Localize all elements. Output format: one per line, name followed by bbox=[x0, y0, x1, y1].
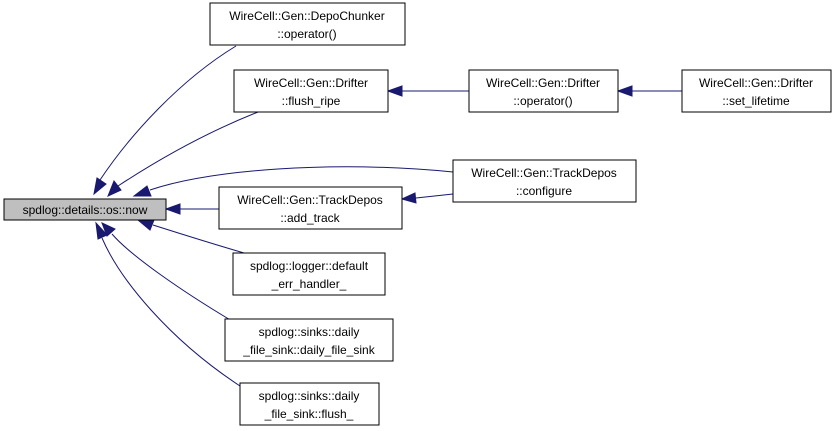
node-drifter-flush-ripe-line-1: WireCell::Gen::Drifter bbox=[254, 76, 368, 90]
edge-drifter-flush-ripe-to-now bbox=[117, 111, 259, 187]
node-drifter-flush-ripe-line-2: ::flush_ripe bbox=[282, 94, 341, 108]
edge-depo-chunker-to-now-arrowhead bbox=[93, 177, 107, 196]
node-now-box bbox=[3, 198, 167, 221]
node-depo-chunker-line-2: ::operator() bbox=[277, 27, 336, 41]
node-logger-default-err-handler-line-2: _err_handler_ bbox=[271, 277, 347, 291]
node-daily-file-sink-ctor-line-2: _file_sink::daily_file_sink bbox=[242, 343, 375, 357]
node-logger-default-err-handler-line-1: spdlog::logger::default bbox=[250, 259, 369, 273]
node-daily-file-sink-ctor-box bbox=[224, 318, 394, 362]
node-daily-file-sink-flush[interactable]: spdlog::sinks::daily _file_sink::flush_ bbox=[239, 382, 380, 426]
edge-drifter-flush-ripe-to-now-arrowhead bbox=[107, 180, 122, 197]
node-drifter-set-lifetime-line-1: WireCell::Gen::Drifter bbox=[699, 76, 813, 90]
node-drifter-set-lifetime-box bbox=[681, 69, 832, 113]
edge-daily-file-sink-flush-to-now-arrowhead bbox=[95, 221, 108, 240]
edge-drifter-operator-to-flush-ripe-arrowhead bbox=[386, 85, 403, 97]
edge-trackdepos-configure-to-add-track bbox=[415, 193, 454, 199]
node-drifter-flush-ripe[interactable]: WireCell::Gen::Drifter ::flush_ripe bbox=[233, 69, 389, 113]
node-daily-file-sink-flush-line-1: spdlog::sinks::daily bbox=[259, 389, 360, 403]
edges bbox=[93, 45, 682, 387]
edge-logger-to-now bbox=[152, 224, 245, 254]
node-daily-file-sink-flush-line-2: _file_sink::flush_ bbox=[264, 407, 354, 421]
node-trackdepos-add-track-line-1: WireCell::Gen::TrackDepos bbox=[237, 193, 383, 207]
edge-trackdepos-configure-to-now-arrowhead bbox=[132, 185, 152, 197]
node-daily-file-sink-flush-box bbox=[239, 382, 380, 426]
node-trackdepos-configure-box bbox=[452, 159, 637, 203]
node-daily-file-sink-ctor[interactable]: spdlog::sinks::daily _file_sink::daily_f… bbox=[224, 318, 394, 362]
edge-set-lifetime-to-drifter-operator-arrowhead bbox=[616, 85, 633, 97]
node-daily-file-sink-ctor-line-1: spdlog::sinks::daily bbox=[259, 325, 360, 339]
edge-daily-file-sink-ctor-to-now bbox=[111, 233, 233, 322]
edge-daily-file-sink-ctor-to-now-arrowhead bbox=[101, 222, 116, 237]
node-drifter-set-lifetime-line-2: ::set_lifetime bbox=[722, 94, 790, 108]
node-trackdepos-add-track-box bbox=[218, 186, 403, 230]
edge-trackdepos-configure-to-now bbox=[149, 166, 454, 191]
node-trackdepos-add-track[interactable]: WireCell::Gen::TrackDepos ::add_track bbox=[218, 186, 403, 230]
edge-depo-chunker-to-now bbox=[99, 45, 237, 181]
node-drifter-operator-line-1: WireCell::Gen::Drifter bbox=[486, 76, 600, 90]
node-trackdepos-configure-line-1: WireCell::Gen::TrackDepos bbox=[471, 166, 617, 180]
node-drifter-set-lifetime[interactable]: WireCell::Gen::Drifter ::set_lifetime bbox=[681, 69, 832, 113]
node-drifter-operator[interactable]: WireCell::Gen::Drifter ::operator() bbox=[468, 69, 619, 113]
node-depo-chunker-box bbox=[209, 2, 406, 46]
node-depo-chunker[interactable]: WireCell::Gen::DepoChunker ::operator() bbox=[209, 2, 406, 46]
node-trackdepos-add-track-line-2: ::add_track bbox=[280, 211, 340, 225]
node-drifter-operator-line-2: ::operator() bbox=[513, 94, 572, 108]
node-drifter-flush-ripe-box bbox=[233, 69, 389, 113]
node-trackdepos-configure-line-2: ::configure bbox=[516, 184, 572, 198]
node-logger-default-err-handler[interactable]: spdlog::logger::default _err_handler_ bbox=[232, 252, 386, 296]
edge-trackdepos-add-track-to-now-arrowhead bbox=[164, 203, 181, 215]
node-logger-default-err-handler-box bbox=[232, 252, 386, 296]
node-now-label: spdlog::details::os::now bbox=[23, 203, 148, 217]
node-depo-chunker-line-1: WireCell::Gen::DepoChunker bbox=[229, 9, 384, 23]
node-trackdepos-configure[interactable]: WireCell::Gen::TrackDepos ::configure bbox=[452, 159, 637, 203]
edge-logger-to-now-arrowhead bbox=[136, 219, 155, 231]
edge-daily-file-sink-flush-to-now bbox=[101, 237, 241, 387]
edge-trackdepos-configure-to-add-track-arrowhead bbox=[400, 192, 417, 204]
node-now[interactable]: spdlog::details::os::now bbox=[3, 198, 167, 221]
node-drifter-operator-box bbox=[468, 69, 619, 113]
